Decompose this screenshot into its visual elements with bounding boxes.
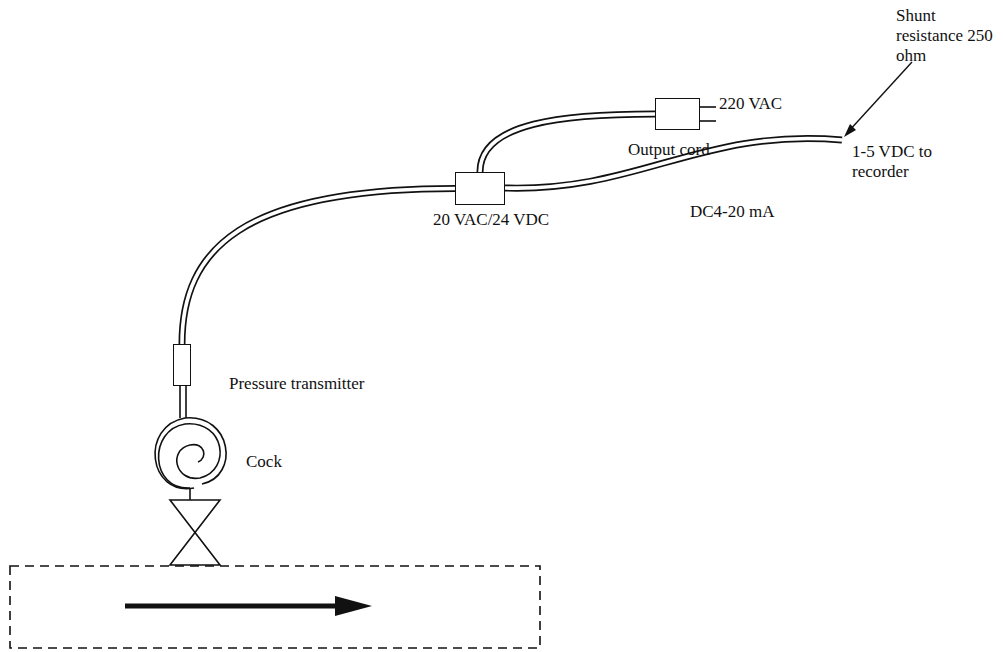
cock-valve — [170, 500, 220, 565]
pipe-outline — [10, 566, 540, 648]
transmitter-box: Pressure transmitter — [173, 344, 191, 386]
resistor-label: Shunt resistance 250 ohm — [896, 6, 996, 66]
node-label: 20 VAC/24 VDC — [433, 210, 549, 230]
cable-connector — [182, 189, 455, 345]
shape-outline — [455, 172, 505, 205]
plug-prongs — [700, 107, 716, 121]
shape-outline — [655, 98, 700, 130]
node-label: Pressure transmitter — [229, 374, 365, 394]
output-label: 1-5 VDC to recorder — [852, 142, 944, 182]
power-plug: 220 VAC — [655, 98, 700, 130]
leader-line — [848, 62, 912, 132]
valve-label: Cock — [246, 452, 282, 472]
flow-arrow — [125, 604, 340, 609]
node-label: 220 VAC — [719, 94, 782, 114]
output-cord — [505, 138, 842, 188]
shape-outline — [173, 344, 191, 386]
cord-label: Output cord — [628, 140, 710, 160]
flow-arrowhead — [335, 596, 372, 616]
siphon-coil — [155, 386, 226, 500]
signal-label: DC4-20 mA — [690, 202, 775, 222]
leader-arrowhead — [844, 124, 856, 137]
converter-box: 20 VAC/24 VDC — [455, 172, 505, 205]
